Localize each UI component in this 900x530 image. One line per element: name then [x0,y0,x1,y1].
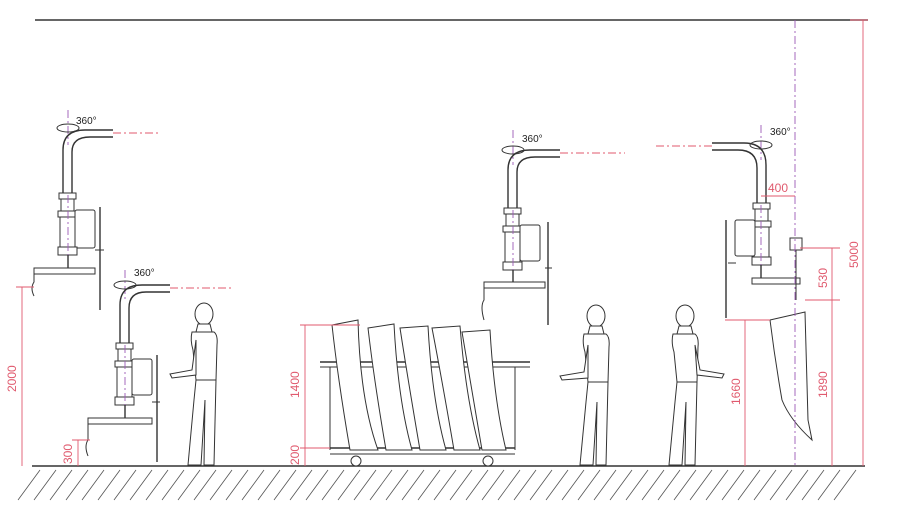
floor-hatch-line [561,469,585,501]
floor-hatch-line [129,469,153,501]
dimension-300: 300 [61,439,90,466]
dimension-1890: 1890 [816,300,833,466]
manipulator-arm-1: 360° [31,110,158,310]
rotation-label-3: 360° [522,134,543,145]
dimension-400: 400 [761,181,795,197]
floor-hatch-line [577,469,601,501]
floor-hatch-line [801,469,825,501]
floor-hatch-line [833,469,857,501]
floor-hatch-line [385,469,409,501]
dimension-label-1400: 1400 [288,371,302,398]
dimension-label-300: 300 [61,444,75,464]
floor-hatch-line [657,469,681,501]
floor-hatch-line [689,469,713,501]
dimension-label-530: 530 [816,268,830,288]
floor-hatch-line [289,469,313,501]
floor-hatch-line [33,469,57,501]
floor-hatch-line [433,469,457,501]
dimension-label-1660: 1660 [729,378,743,405]
dimension-200: 200 [288,445,306,466]
floor-hatch-line [417,469,441,501]
floor-hatch-line [593,469,617,501]
dimension-2000: 2000 [5,286,34,466]
floor-hatch-line [177,469,201,501]
dimension-label-400: 400 [768,181,788,195]
manipulator-arm-4: 360° [655,125,813,442]
floor-hatch-line [625,469,649,501]
manipulator-arm-3: 360° [481,130,625,325]
floor-hatch-line [145,469,169,501]
floor-hatch-line [529,469,553,501]
floor-hatch-line [17,469,41,501]
floor-hatch-line [641,469,665,501]
dimension-label-200: 200 [288,445,302,465]
floor-hatch-line [321,469,345,501]
dimension-1400: 1400 [288,324,360,449]
floor-hatch-line [225,469,249,501]
manipulator-arm-2: 360° [85,268,232,462]
floor-hatch-line [753,469,777,501]
floor-hatch-line [609,469,633,501]
floor-hatch-line [721,469,745,501]
operator-figure-1 [169,302,218,466]
floor-hatch-line [769,469,793,501]
floor-hatch-line [161,469,185,501]
dimension-label-2000: 2000 [5,365,19,392]
floor-hatch-line [673,469,697,501]
rotation-label-4: 360° [770,127,791,138]
dimension-5000: 5000 [847,19,868,466]
floor-hatch-line [65,469,89,501]
floor-hatch-line [81,469,105,501]
floor-hatch-line [113,469,137,501]
floor-hatch-line [497,469,521,501]
dimension-label-1890: 1890 [816,371,830,398]
floor-hatch-line [273,469,297,501]
floor-hatch-line [97,469,121,501]
floor-hatch-line [305,469,329,501]
floor-hatch-line [545,469,569,501]
floor [17,465,865,501]
operator-figure-2 [559,304,610,466]
rotation-arrow-icon [56,123,80,133]
floor-hatch-line [449,469,473,501]
operator-figure-3 [668,304,725,466]
floor-hatch-line [737,469,761,501]
dimension-label-5000: 5000 [847,241,861,268]
floor-hatch-line [193,469,217,501]
floor-hatch-line [401,469,425,501]
floor-hatch-line [369,469,393,501]
floor-hatch-line [465,469,489,501]
dimension-1660: 1660 [725,319,770,466]
floor-hatch-line [705,469,729,501]
floor-hatch-line [337,469,361,501]
floor-hatch-line [241,469,265,501]
rotation-label-2: 360° [134,268,155,279]
floor-hatch-line [513,469,537,501]
rotation-label-1: 360° [76,116,97,127]
panel-cart [320,319,530,467]
dimension-530: 530 [800,247,840,301]
floor-hatch-line [481,469,505,501]
floor-hatch-line [209,469,233,501]
floor-hatch-line [785,469,809,501]
floor-hatch-line [817,469,841,501]
floor-hatch-line [49,469,73,501]
floor-hatch-line [353,469,377,501]
floor-hatch-line [257,469,281,501]
